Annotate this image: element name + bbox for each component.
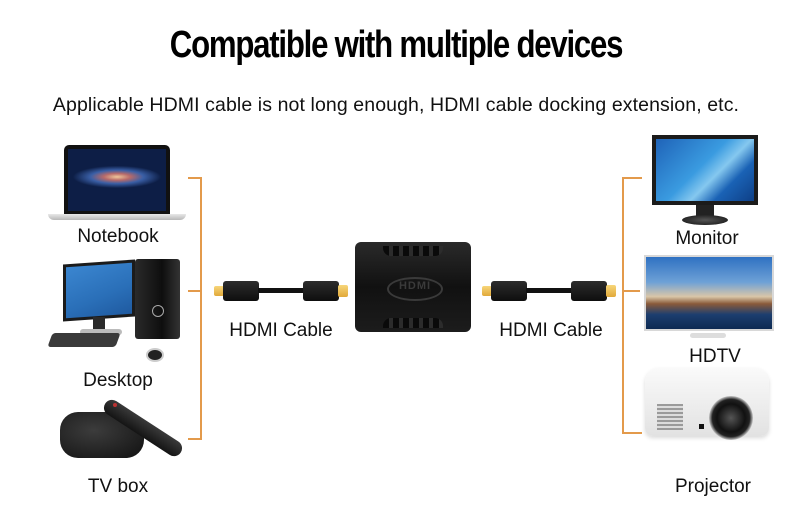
cable-label-right: HDMI Cable: [499, 320, 603, 341]
hdmi-coupler-icon: HDMI: [355, 242, 471, 332]
monitor-icon: [652, 135, 758, 227]
desktop-computer-icon: [44, 255, 184, 367]
left-bracket: [188, 177, 202, 440]
hdtv-icon: [644, 255, 774, 339]
device-label-desktop: Desktop: [83, 370, 153, 391]
hdmi-cable-icon: [482, 279, 618, 303]
device-label-notebook: Notebook: [77, 226, 159, 247]
device-label-projector: Projector: [674, 476, 752, 497]
page-subtitle: Applicable HDMI cable is not long enough…: [52, 94, 740, 116]
right-bracket: [622, 177, 642, 434]
coupler-logo-text: HDMI: [398, 280, 432, 292]
laptop-icon: [48, 145, 186, 221]
device-label-hdtv: HDTV: [689, 346, 741, 367]
right-bracket-tick: [622, 290, 640, 292]
hdmi-cable-icon: [214, 279, 350, 303]
device-label-monitor: Monitor: [675, 228, 739, 249]
projector-icon: [645, 368, 773, 442]
page-title: Compatible with multiple devices: [169, 24, 624, 66]
tv-box-icon: [56, 396, 192, 462]
left-bracket-tick: [188, 290, 201, 292]
cable-label-left: HDMI Cable: [229, 320, 333, 341]
device-label-tv-box: TV box: [87, 476, 149, 497]
